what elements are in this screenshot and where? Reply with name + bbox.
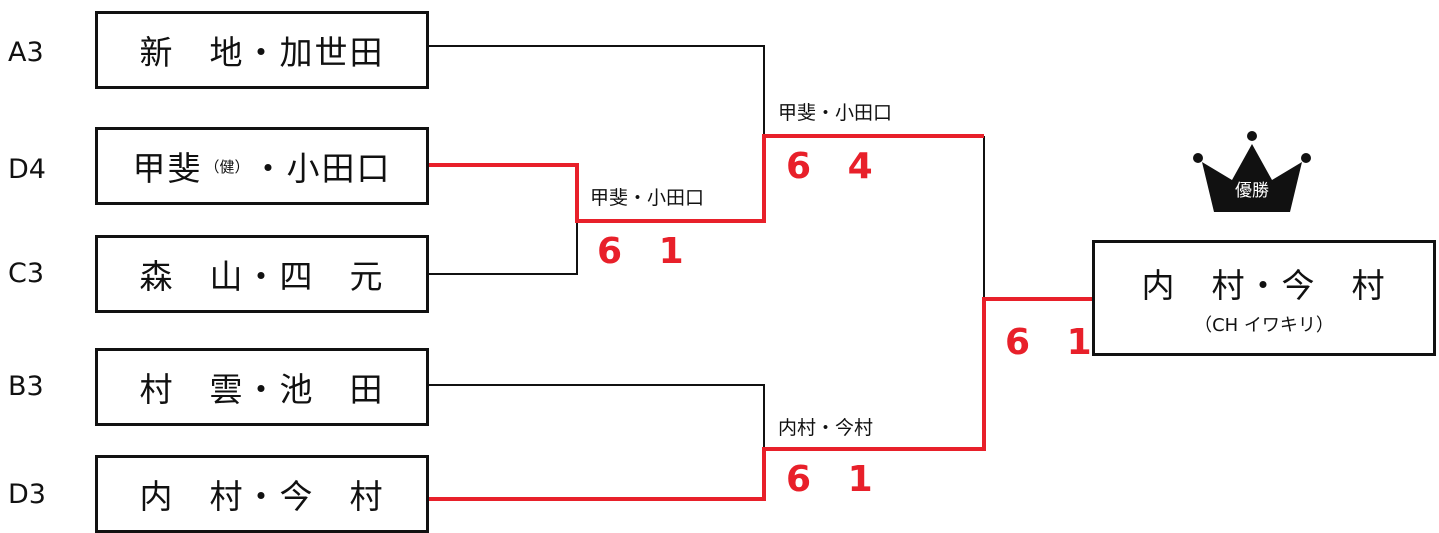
team-box: 内 村・今 村: [95, 455, 429, 533]
champion-name: 内 村・今 村: [1141, 266, 1387, 305]
seed-label: C3: [8, 258, 45, 289]
team-box: 甲斐（健）・小田口: [95, 127, 429, 205]
match-winner-label: 内村・今村: [778, 417, 874, 439]
seed-label: D4: [8, 154, 46, 185]
winner-line: [429, 297, 1092, 501]
match-winner-label: 甲斐・小田口: [778, 102, 893, 124]
team-box: 森 山・四 元: [95, 235, 429, 313]
team-name: ・小田口: [251, 149, 392, 188]
bracket-line: [429, 45, 765, 136]
match-score: 6 1: [786, 459, 885, 500]
bracket-line: [429, 384, 765, 449]
match-score: 6 1: [1005, 322, 1104, 363]
team-name: 甲斐: [132, 149, 203, 188]
team-name: 森 山・四 元: [139, 257, 385, 296]
team-box: 村 雲・池 田: [95, 348, 429, 426]
team-name: 新 地・加世田: [139, 33, 385, 72]
team-name: 村 雲・池 田: [139, 370, 385, 409]
team-affix: （健）: [204, 157, 250, 176]
match-score: 6 1: [597, 231, 696, 272]
team-box: 新 地・加世田: [95, 11, 429, 89]
seed-label: D3: [8, 479, 46, 510]
champion-box: 内 村・今 村 （CH イワキリ）: [1092, 240, 1436, 356]
match-score: 6 4: [786, 146, 885, 187]
seed-label: A3: [8, 37, 44, 68]
bracket-line: [429, 221, 578, 275]
match-winner-label: 甲斐・小田口: [590, 187, 705, 209]
team-name: 内 村・今 村: [139, 477, 385, 516]
winner-line: [429, 134, 984, 223]
champion-note: （CH イワキリ）: [1194, 315, 1334, 336]
champion-badge: 優勝: [1235, 181, 1269, 201]
crown-icon: [1193, 131, 1311, 212]
seed-label: B3: [8, 371, 44, 402]
